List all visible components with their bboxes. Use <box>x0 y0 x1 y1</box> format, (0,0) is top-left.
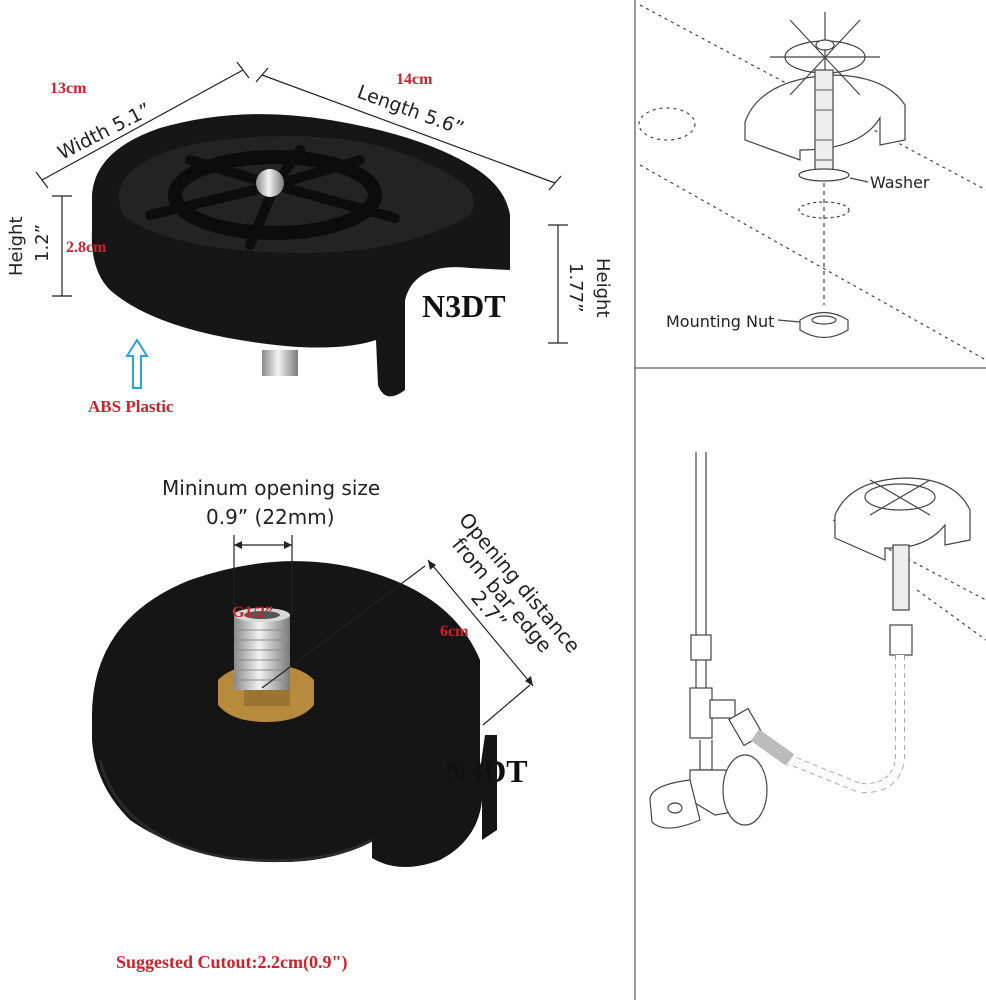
mounting-exploded-view <box>638 4 986 361</box>
opening-size-dimension: Mininum opening size 0.9” (22mm) G1/2” <box>162 476 380 621</box>
plumbing-diagram <box>649 452 986 829</box>
brand-bottom: N3DT <box>444 753 528 789</box>
spray-ring <box>168 150 382 240</box>
bottom-fitting <box>262 350 298 376</box>
height-left-cm: 2.8cm <box>66 239 107 256</box>
wheel-icon <box>770 12 880 100</box>
material-label: ABS Plastic <box>88 397 174 416</box>
height-right-word: Height <box>592 258 613 318</box>
threaded-stem <box>234 615 290 690</box>
thread-label: G1/2” <box>232 604 273 621</box>
distance-cm: 6cm <box>440 623 469 640</box>
height-left-dimension: Height 1.2” 2.8cm <box>6 195 107 297</box>
cutout-label: Suggested Cutout:2.2cm(0.9") <box>116 952 347 973</box>
height-right-dimension: Height 1.77” <box>548 224 613 344</box>
height-left-word: Height <box>6 216 27 276</box>
washer-label: Washer <box>870 173 930 192</box>
mounting-nut-label: Mounting Nut <box>666 312 774 331</box>
distance-line1: Opening distance <box>454 508 585 658</box>
width-cm-label: 13cm <box>50 80 87 97</box>
underside-view <box>91 561 497 868</box>
material-callout: ABS Plastic <box>88 338 174 416</box>
washer-icon <box>798 168 850 182</box>
top-product-view <box>91 114 511 397</box>
length-cm-label: 14cm <box>396 71 433 88</box>
spray-nozzle <box>256 169 284 197</box>
opening-label: Mininum opening size <box>162 476 380 500</box>
height-left-in: 1.2” <box>32 224 53 262</box>
opening-value: 0.9” (22mm) <box>206 505 335 529</box>
height-right-in: 1.77” <box>565 263 586 312</box>
brand-top: N3DT <box>422 288 506 324</box>
panel-dividers <box>634 0 986 1000</box>
